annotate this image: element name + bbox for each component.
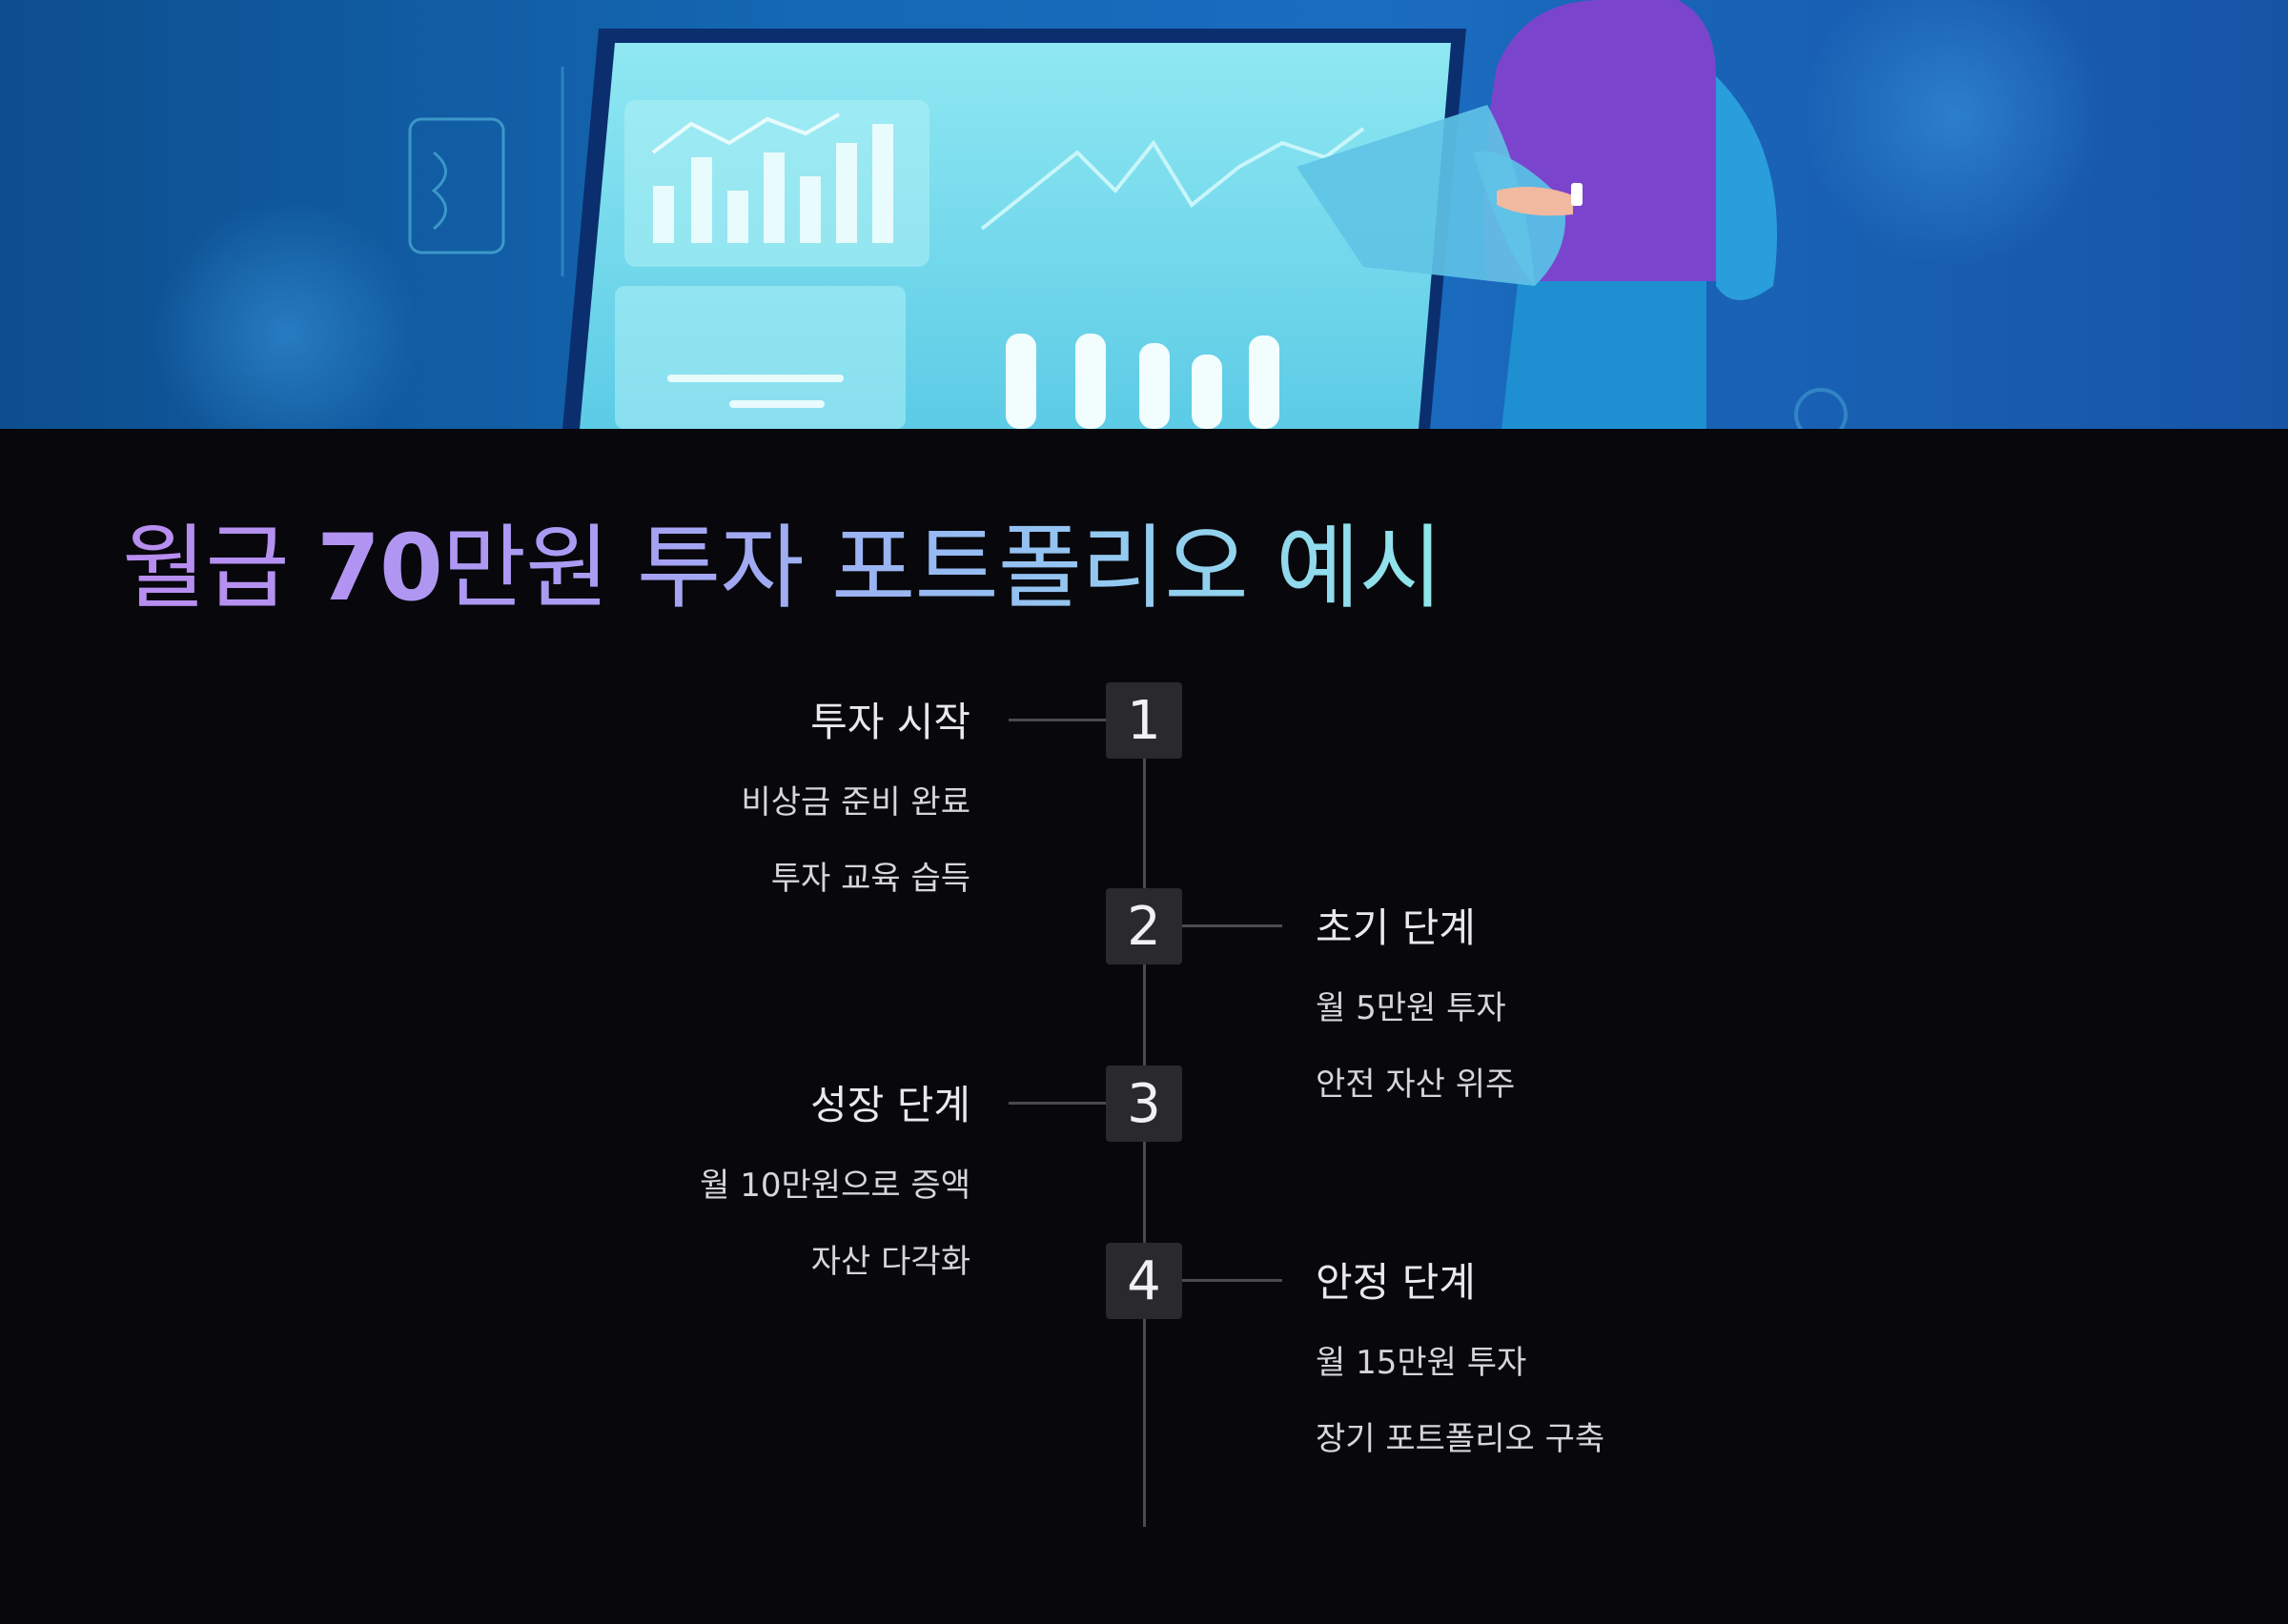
step-3-connector — [1009, 1102, 1106, 1105]
step-1-line-2: 투자 교육 습득 — [770, 860, 970, 898]
step-4-line-2: 장기 포트폴리오 구축 — [1316, 1420, 1605, 1458]
step-1-line-1: 비상금 준비 완료 — [741, 783, 970, 822]
hero-illustration — [0, 0, 2288, 429]
step-2-badge: 2 — [1106, 888, 1182, 964]
title-prefix: 월급 — [122, 515, 317, 621]
step-3-line-1: 월 10만원으로 증액 — [700, 1167, 970, 1205]
step-3-badge: 3 — [1106, 1066, 1182, 1142]
step-4-title: 안정 단계 — [1316, 1259, 1476, 1306]
step-3-line-2: 자산 다각화 — [810, 1243, 970, 1281]
step-2-connector — [1182, 924, 1282, 927]
page-title: 월급 70만원 투자 포트폴리오 예시 — [122, 522, 1442, 614]
step-2-line-1: 월 5만원 투자 — [1316, 989, 1506, 1027]
step-3-title: 성장 단계 — [810, 1082, 970, 1128]
step-4-badge: 4 — [1106, 1243, 1182, 1319]
step-2-title: 초기 단계 — [1316, 904, 1476, 951]
title-suffix: 만원 투자 포트폴리오 예시 — [441, 515, 1442, 621]
step-4-connector — [1182, 1279, 1282, 1282]
step-4-line-1: 월 15만원 투자 — [1316, 1344, 1527, 1382]
step-1-title: 투자 시작 — [810, 699, 970, 745]
step-1-connector — [1009, 719, 1106, 721]
investment-dashboard-illustration — [153, 0, 2107, 429]
step-1-badge: 1 — [1106, 682, 1182, 759]
step-2-line-2: 안전 자산 위주 — [1316, 1066, 1516, 1104]
title-amount: 70 — [317, 515, 442, 621]
